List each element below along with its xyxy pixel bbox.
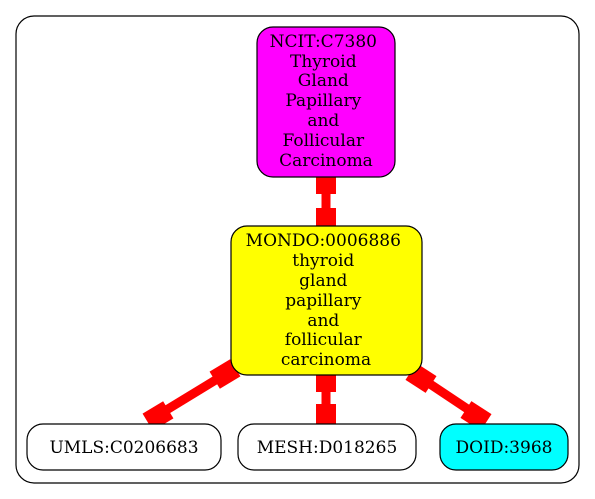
node-doid-label: DOID:3968 (456, 438, 553, 458)
node-mondo-line-2: thyroid (292, 251, 354, 271)
node-ncit-label: NCIT:C7380 Thyroid Gland Papillary and F… (270, 32, 383, 171)
node-ncit-box (256, 26, 396, 178)
node-mesh-label: MESH:D018265 (257, 438, 398, 458)
node-ncit-line-4: Papillary (285, 91, 361, 111)
node-ncit-line-2: Thyroid (290, 52, 357, 72)
node-mesh[interactable]: MESH:D018265 (237, 423, 417, 471)
cluster-frame (15, 15, 580, 484)
node-mondo-line-3: gland (299, 271, 347, 291)
node-umls-label: UMLS:C0206683 (49, 438, 198, 458)
node-mondo[interactable]: MONDO:0006886 thyroid gland papillary an… (230, 225, 423, 376)
node-mondo-label: MONDO:0006886 thyroid gland papillary an… (246, 231, 407, 370)
node-umls-box (26, 423, 222, 471)
node-ncit-line-7: Carcinoma (279, 151, 373, 171)
node-mondo-line-7: carcinoma (281, 350, 371, 370)
node-ncit-line-5: and (307, 111, 339, 131)
node-ncit-line-1: NCIT:C7380 (270, 32, 377, 52)
node-mondo-box (230, 225, 423, 376)
node-mesh-box (237, 423, 417, 471)
node-umls-line-1: UMLS:C0206683 (49, 438, 198, 458)
node-ncit-line-3: Gland (298, 71, 349, 91)
node-ncit[interactable]: NCIT:C7380 Thyroid Gland Papillary and F… (256, 26, 396, 178)
node-doid-line-1: DOID:3968 (456, 438, 553, 458)
edge-ncit-mondo-head-bottom (316, 208, 336, 230)
node-mondo-line-6: follicular (285, 330, 363, 350)
node-doid[interactable]: DOID:3968 (439, 423, 569, 471)
node-mondo-line-4: papillary (285, 291, 361, 311)
edge-mondo-umls-head-bottom (142, 401, 174, 431)
edge-mondo-mesh-head-bottom (316, 404, 336, 426)
node-mondo-line-5: and (307, 311, 339, 331)
node-doid-box (439, 423, 569, 471)
node-umls[interactable]: UMLS:C0206683 (26, 423, 222, 471)
node-ncit-line-6: Follicular (283, 131, 365, 151)
node-mondo-line-1: MONDO:0006886 (246, 231, 401, 251)
node-mesh-line-1: MESH:D018265 (257, 438, 398, 458)
